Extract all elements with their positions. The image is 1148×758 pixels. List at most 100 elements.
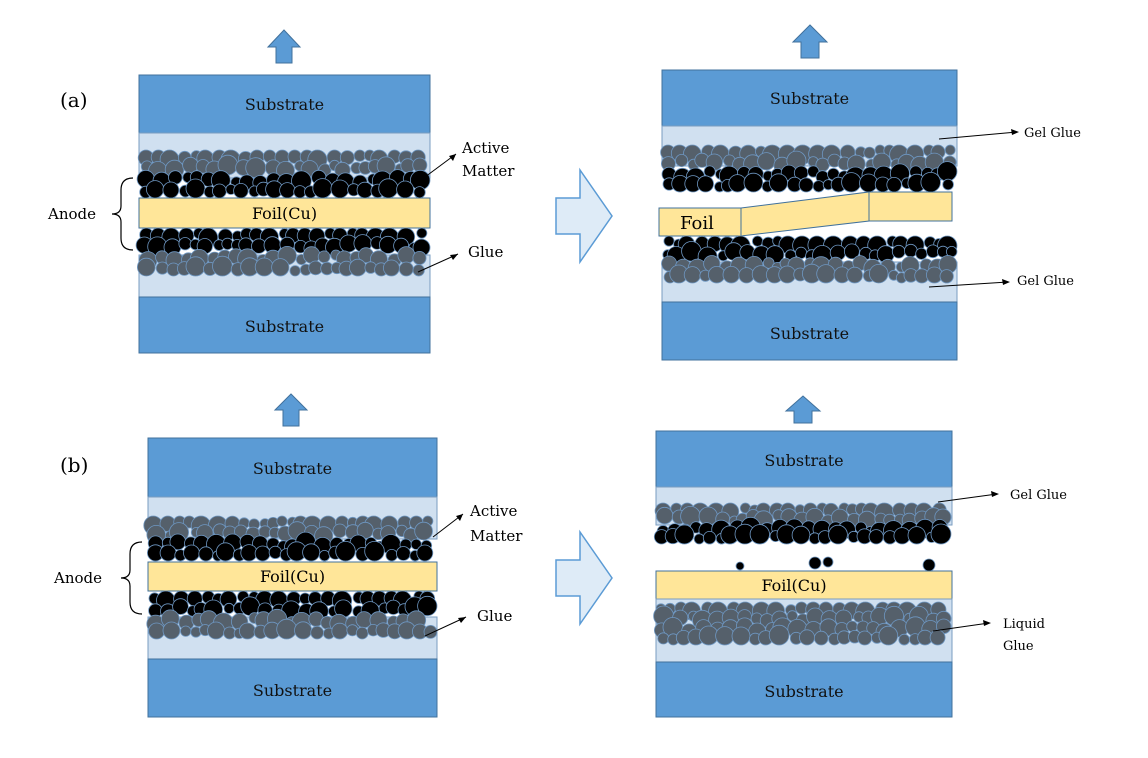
particle bbox=[663, 235, 675, 247]
big-arrow-a-icon bbox=[555, 167, 613, 265]
particle bbox=[268, 545, 282, 560]
particle bbox=[841, 172, 862, 193]
particle bbox=[335, 541, 356, 562]
particle bbox=[728, 174, 747, 193]
particle bbox=[844, 243, 860, 260]
particle bbox=[674, 524, 695, 545]
bottom-substrate-label: Substrate bbox=[245, 317, 324, 336]
active-matter-arrowhead bbox=[456, 514, 463, 521]
particle bbox=[944, 144, 956, 156]
particle bbox=[412, 264, 425, 277]
particle bbox=[799, 629, 816, 646]
gel-glue-pointer-bottom bbox=[928, 281, 1009, 288]
particle bbox=[812, 180, 825, 193]
particle bbox=[185, 178, 206, 199]
top-substrate-label: Substrate bbox=[245, 95, 324, 114]
particle bbox=[396, 180, 415, 199]
particle bbox=[223, 602, 235, 614]
particle bbox=[212, 255, 233, 277]
particle bbox=[816, 264, 836, 284]
particle bbox=[413, 186, 426, 199]
bottom-substrate bbox=[138, 296, 431, 354]
particle bbox=[254, 545, 271, 562]
bottom-substrate bbox=[147, 658, 438, 718]
particle bbox=[708, 266, 726, 284]
particle bbox=[356, 181, 374, 199]
top-active-matter bbox=[660, 144, 958, 193]
particle bbox=[385, 549, 398, 562]
panel-b-label: (b) bbox=[60, 453, 88, 477]
particle bbox=[886, 176, 902, 193]
particle bbox=[942, 178, 954, 191]
foil-label: Foil(Cu) bbox=[761, 576, 826, 595]
particle bbox=[412, 250, 427, 265]
particle bbox=[276, 515, 288, 527]
particle bbox=[417, 595, 438, 617]
top-substrate bbox=[147, 437, 438, 498]
particle bbox=[898, 633, 910, 646]
particle bbox=[697, 175, 715, 193]
gel-glue-label-bottom: Gel Glue bbox=[1017, 274, 1074, 289]
top-substrate bbox=[138, 74, 431, 134]
top-substrate-label: Substrate bbox=[770, 89, 849, 108]
particle bbox=[271, 258, 290, 277]
particle bbox=[310, 625, 324, 640]
particle bbox=[318, 550, 331, 562]
particle bbox=[233, 182, 249, 199]
glue-label: Glue bbox=[468, 243, 503, 261]
particle bbox=[207, 621, 225, 640]
particle bbox=[332, 523, 348, 539]
particle bbox=[395, 546, 411, 561]
particle bbox=[939, 269, 954, 284]
active-matter-label-2: Matter bbox=[462, 162, 515, 180]
particle bbox=[757, 152, 776, 171]
particle bbox=[762, 257, 775, 269]
panel-b-before: Substrate Foil(Cu) Substrate (b) Anode A… bbox=[53, 393, 523, 718]
panel-b-after: Substrate Foil(Cu) Substrate Gel Glue Li… bbox=[653, 395, 1067, 718]
particle bbox=[657, 632, 670, 645]
particle bbox=[137, 257, 156, 277]
particle bbox=[414, 521, 433, 541]
particle bbox=[915, 247, 928, 260]
top-substrate-label: Substrate bbox=[764, 451, 843, 470]
particle bbox=[813, 630, 829, 646]
particle bbox=[159, 544, 177, 562]
liquid-glue-label-1: Liquid bbox=[1003, 617, 1045, 632]
particle bbox=[751, 235, 764, 247]
particle bbox=[655, 506, 674, 525]
bottom-substrate-label: Substrate bbox=[770, 324, 849, 343]
top-active-matter bbox=[653, 502, 952, 545]
detached-particle bbox=[735, 561, 745, 571]
panel-a-before: Substrate Foil(Cu) Substrate (a) Anode A… bbox=[47, 29, 515, 354]
particle bbox=[798, 177, 814, 193]
particle bbox=[869, 264, 889, 284]
top-active-matter bbox=[143, 515, 434, 562]
particle bbox=[331, 622, 349, 640]
particle bbox=[146, 180, 165, 199]
particle bbox=[382, 259, 400, 277]
particle bbox=[294, 621, 313, 640]
particle bbox=[929, 629, 946, 646]
particle bbox=[276, 618, 297, 640]
foil-fragment-right bbox=[868, 191, 953, 222]
particle bbox=[702, 531, 717, 545]
particle bbox=[238, 622, 256, 640]
particle bbox=[279, 182, 296, 199]
gel-glue-pointer-top bbox=[938, 131, 1018, 140]
up-arrow-icon bbox=[273, 393, 309, 427]
foil-fragment-middle bbox=[740, 191, 870, 237]
panel-a-label: (a) bbox=[60, 88, 88, 112]
particle bbox=[148, 622, 166, 640]
liquid-glue-pointer bbox=[932, 622, 990, 632]
particle bbox=[198, 546, 214, 562]
top-active-matter bbox=[136, 149, 431, 199]
detached-particle bbox=[822, 556, 834, 568]
anode-bracket bbox=[111, 177, 134, 251]
particle bbox=[769, 173, 789, 193]
particle bbox=[172, 598, 189, 615]
bottom-active-matter bbox=[146, 590, 438, 640]
foil-label: Foil(Cu) bbox=[260, 567, 325, 586]
particle bbox=[317, 250, 331, 264]
active-matter-label-1: Active bbox=[461, 139, 510, 157]
